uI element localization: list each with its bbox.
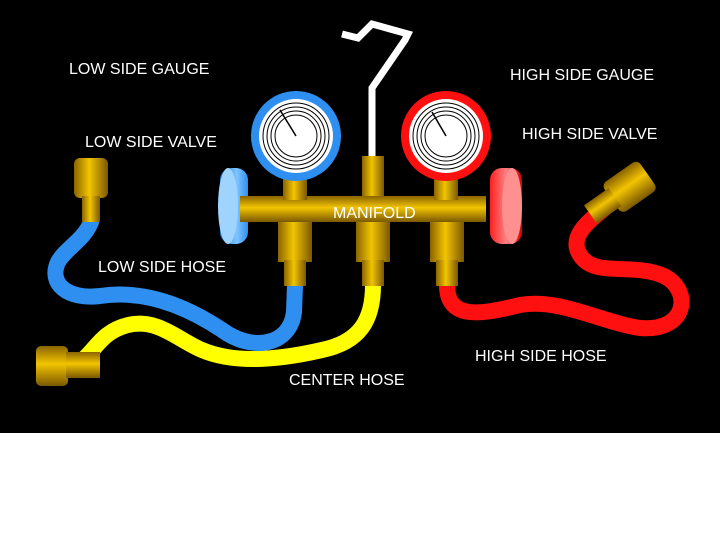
label-high-side-valve: HIGH SIDE VALVE (522, 126, 658, 143)
low-hose-coupler (74, 158, 108, 198)
manifold-body (240, 196, 486, 222)
high-side-gauge-dial (401, 91, 491, 181)
label-low-side-valve: LOW SIDE VALVE (85, 134, 217, 151)
label-low-side-gauge: LOW SIDE GAUGE (69, 61, 210, 78)
center-stem-top (362, 156, 384, 200)
center-port-fitting (356, 222, 390, 286)
label-manifold: MANIFOLD (333, 205, 416, 222)
label-low-side-hose: LOW SIDE HOSE (98, 259, 227, 276)
label-center-hose: CENTER HOSE (289, 372, 405, 389)
blue-low-side-hose (47, 214, 303, 351)
red-high-side-hose (439, 200, 690, 337)
center-hose-coupler (36, 346, 68, 386)
label-high-side-gauge: HIGH SIDE GAUGE (510, 67, 655, 84)
low-side-port-fitting (278, 222, 312, 286)
low-hose-coupler-neck (82, 196, 100, 222)
label-high-side-hose: HIGH SIDE HOSE (475, 348, 607, 365)
low-side-valve-knob (218, 168, 248, 244)
high-side-port-fitting (430, 222, 464, 286)
center-hose-coupler-neck (66, 352, 100, 378)
high-hose-coupler (584, 161, 656, 224)
hanger-hook (341, 20, 414, 158)
low-side-gauge-dial (251, 91, 341, 181)
high-side-valve-knob (490, 168, 522, 244)
yellow-center-hose (72, 277, 381, 370)
